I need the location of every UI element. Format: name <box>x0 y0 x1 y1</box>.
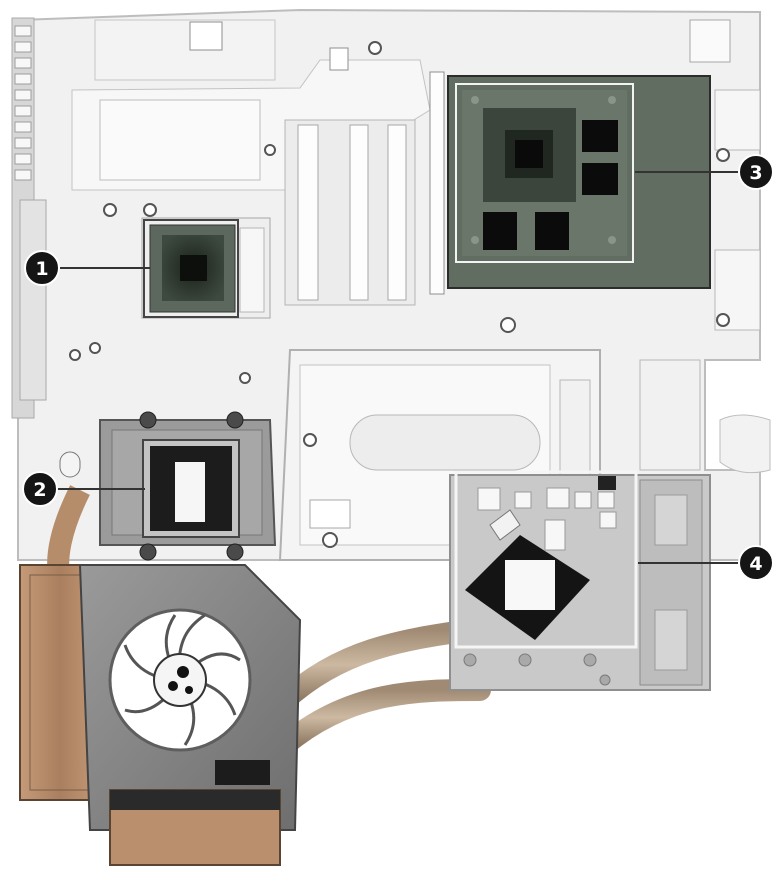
processor-component <box>59 411 277 561</box>
graphics-module-component <box>447 75 711 289</box>
memory-slots <box>284 71 445 306</box>
callout-3-label: 3 <box>749 162 762 184</box>
callout-4: 4 <box>638 545 774 581</box>
callout-1-label: 1 <box>35 258 48 280</box>
callout-2-label: 2 <box>33 479 46 501</box>
fan-assembly <box>19 564 302 866</box>
chipset-component <box>141 217 271 319</box>
callout-1: 1 <box>24 250 150 286</box>
heat-plate-component <box>449 470 711 691</box>
callout-3: 3 <box>635 154 774 190</box>
callout-2: 2 <box>22 471 145 507</box>
callout-4-label: 4 <box>749 553 762 575</box>
